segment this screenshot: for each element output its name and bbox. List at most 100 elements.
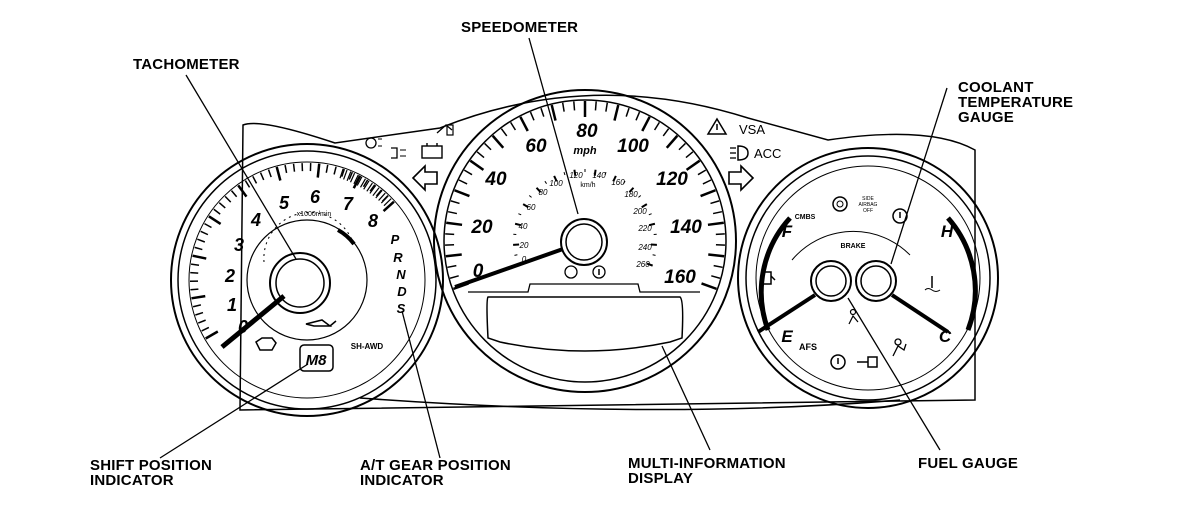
tachometer-tick <box>191 296 205 298</box>
tachometer-tick <box>269 170 272 178</box>
coolant-leader <box>891 88 947 264</box>
info-icon <box>593 266 605 278</box>
shift-position-callout-line1: SHIFT POSITION <box>90 458 212 473</box>
tach-number-6: 6 <box>310 187 321 207</box>
tachometer-tick <box>195 313 203 315</box>
tachometer-tick <box>384 202 394 211</box>
mph-number-20: 20 <box>470 217 493 238</box>
kmh-number-100: 100 <box>549 179 563 188</box>
tach-number-1: 1 <box>227 295 237 315</box>
side-airbag-label-3: OFF <box>863 208 873 214</box>
at-gear-callout-line2: INDICATOR <box>360 473 444 488</box>
speedometer-tick <box>511 122 516 130</box>
speedometer-tick <box>710 201 719 204</box>
speedometer-tick <box>563 103 564 112</box>
speedometer-callout: SPEEDOMETER <box>461 20 578 35</box>
multi-info-callout-line2: DISPLAY <box>628 471 693 486</box>
tachometer-tick <box>245 181 249 188</box>
temp-hot-label: H <box>941 222 954 241</box>
speedometer-tick <box>614 105 618 121</box>
tachometer-callout: TACHOMETER <box>133 57 240 72</box>
inner-redline-bar <box>338 230 354 244</box>
tachometer-tick <box>193 256 207 259</box>
airbag-icon <box>893 339 906 356</box>
kmh-tick <box>638 195 640 197</box>
speedometer-tick <box>655 122 660 130</box>
cluster-housing <box>240 95 975 410</box>
tachometer-tick <box>334 167 336 175</box>
cmbs-label: CMBS <box>795 214 816 221</box>
speedometer-tick <box>520 117 527 131</box>
kmh-tick <box>529 195 531 197</box>
sh-awd-label: SH-AWD <box>351 342 384 351</box>
speedometer-tick <box>464 170 472 175</box>
gear-letter-n: N <box>396 267 406 282</box>
speedometer-tick <box>636 112 640 120</box>
kmh-number-60: 60 <box>527 203 536 212</box>
speedometer-tick <box>663 129 668 136</box>
tachometer-tick <box>214 209 220 214</box>
tach-unit-label: x1000r/min <box>297 211 332 218</box>
vsa-warning-icon <box>708 119 726 134</box>
speedometer-tick <box>470 161 483 170</box>
speedometer-tick <box>667 136 678 148</box>
tach-number-0: 0 <box>238 317 248 337</box>
tach-number-5: 5 <box>279 193 290 213</box>
temp-gauge-hub <box>856 261 896 301</box>
at-gear-callout-line1: A/T GEAR POSITION <box>360 458 511 473</box>
kmh-tick <box>653 255 656 256</box>
fuel-gauge-hub <box>811 261 851 301</box>
speedometer-tick <box>447 266 456 268</box>
parking-light-icon <box>391 148 406 158</box>
tachometer-tick <box>195 247 203 249</box>
speedometer-tick <box>552 105 556 121</box>
tach-number-7: 7 <box>343 194 354 214</box>
speedometer-needle <box>455 249 563 287</box>
tach-number-8: 8 <box>368 211 378 231</box>
speedometer-tick <box>606 103 607 112</box>
mph-number-80: 80 <box>576 121 598 142</box>
kmh-number-220: 220 <box>637 224 652 233</box>
mph-number-120: 120 <box>656 169 688 190</box>
speedometer-tick <box>501 129 506 136</box>
gear-letter-p: P <box>391 232 400 247</box>
tachometer-tick <box>231 191 236 197</box>
tach-number-4: 4 <box>250 210 261 230</box>
speedometer-tick <box>446 223 462 225</box>
multi-info-display-window <box>487 297 683 351</box>
tachometer-tick <box>285 165 286 173</box>
parking-brake-icon <box>833 197 847 211</box>
tachometer-tick <box>261 173 264 180</box>
speedometer-tick <box>711 276 720 278</box>
speedometer-tick <box>595 101 596 110</box>
tachometer-tick <box>318 164 319 178</box>
speedometer-tick <box>455 190 470 196</box>
speedometer-tick <box>477 152 484 158</box>
speedometer-tick <box>708 223 724 225</box>
check-engine-icon <box>256 338 276 350</box>
tachometer-tick <box>209 216 221 224</box>
speedometer-tick <box>574 101 575 110</box>
tachometer-tick <box>225 196 231 202</box>
tachometer-tick <box>201 231 208 234</box>
leader-lines <box>160 38 947 458</box>
tachometer-tick <box>197 239 204 242</box>
afs-label: AFS <box>799 342 817 352</box>
tachometer-tick <box>198 320 205 323</box>
coolant-temp-icon <box>925 276 940 292</box>
acc-label: ACC <box>754 146 781 161</box>
speedometer-tick <box>698 170 706 175</box>
tachometer-tick <box>190 289 198 290</box>
kmh-number-200: 200 <box>632 207 647 216</box>
shift-position-callout-line2: INDICATOR <box>90 473 174 488</box>
coolant-callout-line3: GAUGE <box>958 110 1014 125</box>
coolant-callout-line2: TEMPERATURE <box>958 95 1073 110</box>
left-turn-signal-icon <box>413 166 437 190</box>
temp-gauge-needle <box>892 295 948 332</box>
fuel-temp-gauge: F E H C BRAKE CMBS AFS SIDE AIRBAG OFF <box>738 148 998 408</box>
speedometer-tick <box>708 254 724 256</box>
kmh-number-180: 180 <box>624 190 638 199</box>
speedometer-tick <box>459 180 467 184</box>
immobilizer-key-icon <box>857 357 877 367</box>
